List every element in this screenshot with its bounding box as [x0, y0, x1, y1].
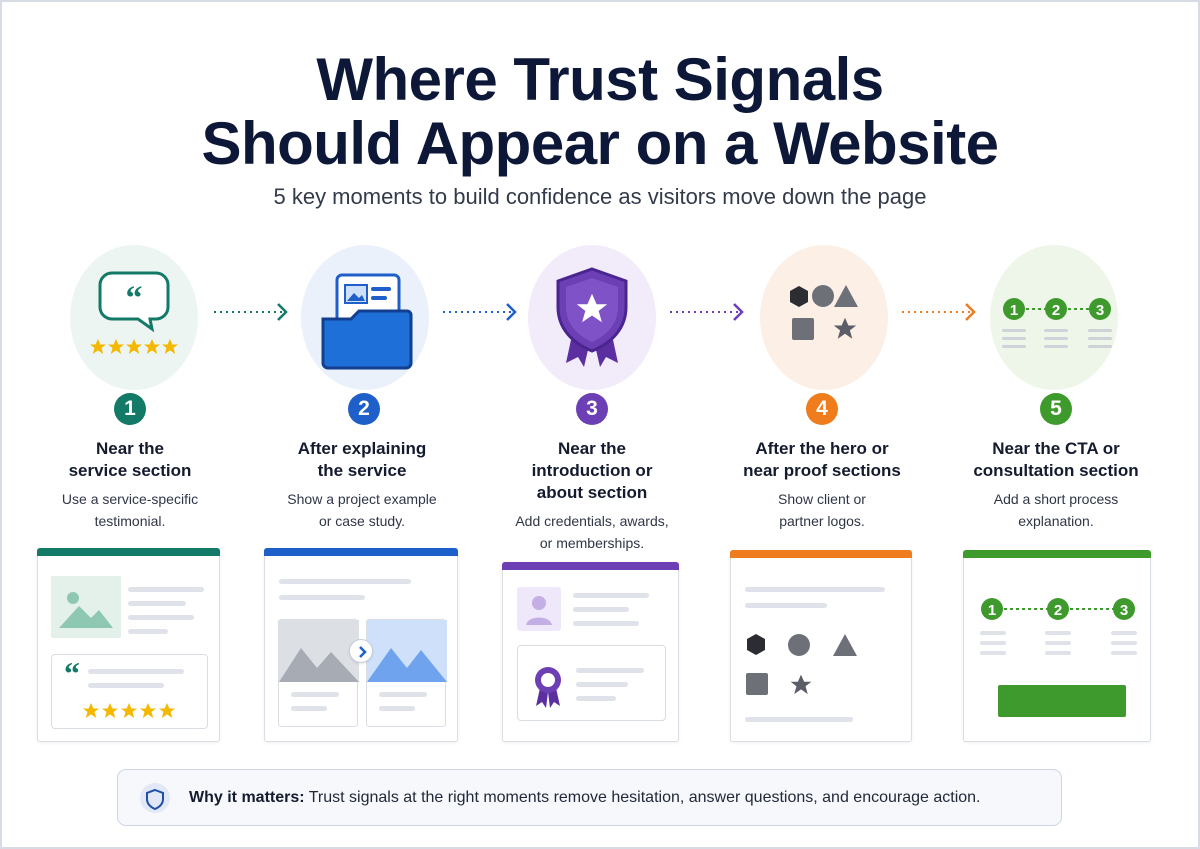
step3-icon-circle	[528, 245, 656, 390]
process-steps-icon: 1 2 3	[1002, 298, 1112, 348]
process-step-label: 3	[1096, 302, 1104, 319]
text-line-placeholder	[573, 607, 629, 612]
arrow-right-icon	[902, 303, 976, 321]
text-line-placeholder	[291, 706, 327, 711]
text-line-placeholder	[576, 668, 644, 673]
step1-icon-circle: “	[70, 245, 198, 390]
step3-heading: Near the introduction or about section	[531, 439, 653, 502]
text-line-placeholder	[128, 629, 168, 634]
step4-wireframe-card	[730, 550, 912, 742]
banner-text: Why it matters: Trust signals at the rig…	[189, 789, 981, 807]
chevron-right-icon	[359, 646, 367, 658]
step3-wireframe-card	[502, 562, 679, 742]
card-accent-bar	[502, 562, 679, 570]
process-step-label: 1	[1010, 302, 1018, 319]
text-line-placeholder	[573, 621, 639, 626]
quote-bubble-stars-icon: “	[90, 271, 178, 354]
avatar-placeholder	[517, 587, 561, 631]
logo-shapes-icon	[790, 285, 858, 340]
step4-icon-circle	[760, 245, 888, 390]
arrow-right-icon	[443, 303, 517, 321]
step2-number-badge: 2	[348, 393, 380, 425]
step1-description: Use a service-specific testimonial.	[61, 491, 199, 529]
step2-description: Show a project example or case study.	[287, 491, 437, 529]
person-icon	[526, 596, 552, 625]
card-accent-bar	[963, 550, 1151, 558]
step4-number-badge: 4	[806, 393, 838, 425]
step1-wireframe-card: “	[37, 548, 220, 742]
text-line-placeholder	[128, 587, 204, 592]
before-image-panel	[278, 619, 359, 727]
text-line-placeholder	[745, 717, 853, 722]
partner-logos-icon	[746, 634, 857, 695]
text-line-placeholder	[128, 601, 186, 606]
card-accent-bar	[264, 548, 458, 556]
why-it-matters-banner: Why it matters: Trust signals at the rig…	[117, 769, 1062, 826]
shield-star-badge-icon	[556, 267, 628, 367]
mountain-image-icon	[279, 620, 359, 682]
text-line-placeholder	[379, 706, 415, 711]
step1-number-badge: 1	[114, 393, 146, 425]
page-subtitle: 5 key moments to build confidence as vis…	[273, 184, 927, 209]
text-line-placeholder	[576, 682, 628, 687]
step5-number-badge: 5	[1040, 393, 1072, 425]
page-title-line2: Should Appear on a Website	[201, 110, 999, 177]
after-image-panel	[366, 619, 447, 727]
step5-heading: Near the CTA or consultation section	[973, 439, 1139, 480]
process-step-label: 2	[1052, 302, 1060, 319]
step3-number-badge: 3	[576, 393, 608, 425]
step2-icon-circle	[301, 245, 429, 390]
arrow-right-icon	[214, 303, 288, 321]
step5-icon-circle: 1 2 3	[990, 245, 1118, 390]
process-step-label: 3	[1120, 602, 1128, 619]
card-accent-bar	[37, 548, 220, 556]
text-line-placeholder	[128, 615, 194, 620]
step4-description: Show client or partner logos.	[778, 491, 866, 529]
image-placeholder	[51, 576, 121, 638]
step5-description: Add a short process explanation.	[993, 491, 1119, 529]
step1-heading: Near the service section	[68, 439, 192, 480]
five-stars-icon	[83, 703, 175, 718]
text-line-placeholder	[745, 603, 827, 608]
text-line-placeholder	[573, 593, 649, 598]
mountain-image-icon	[367, 620, 447, 682]
card-accent-bar	[730, 550, 912, 558]
shield-icon	[140, 783, 170, 813]
text-line-placeholder	[745, 587, 885, 592]
credential-box	[517, 645, 666, 721]
cta-button-placeholder[interactable]	[998, 685, 1126, 717]
step5-wireframe-card: 1 2 3	[963, 550, 1151, 742]
quote-icon: “	[64, 655, 80, 691]
banner-label: Why it matters:	[189, 789, 305, 806]
arrow-right-icon	[670, 303, 744, 321]
text-line-placeholder	[88, 669, 184, 674]
quote-glyph: “	[126, 280, 143, 317]
text-line-placeholder	[291, 692, 339, 697]
text-line-placeholder	[279, 595, 365, 600]
process-step-label: 2	[1054, 602, 1062, 619]
carousel-next-button[interactable]	[349, 639, 373, 663]
step4-heading: After the hero or near proof sections	[743, 439, 901, 480]
text-line-placeholder	[88, 683, 164, 688]
process-steps-icon: 1 2 3	[980, 598, 1137, 655]
text-line-placeholder	[279, 579, 411, 584]
banner-message: Trust signals at the right moments remov…	[308, 789, 981, 806]
text-line-placeholder	[379, 692, 427, 697]
mountain-image-icon	[59, 592, 113, 628]
step3-description: Add credentials, awards, or memberships.	[515, 513, 669, 551]
testimonial-box: “	[51, 654, 208, 729]
text-line-placeholder	[576, 696, 616, 701]
step2-wireframe-card	[264, 548, 458, 742]
award-ribbon-icon	[535, 667, 561, 708]
page-title-line1: Where Trust Signals	[316, 46, 884, 113]
folder-image-icon	[321, 273, 413, 370]
step2-heading: After explaining the service	[297, 439, 427, 480]
process-step-label: 1	[988, 602, 996, 619]
